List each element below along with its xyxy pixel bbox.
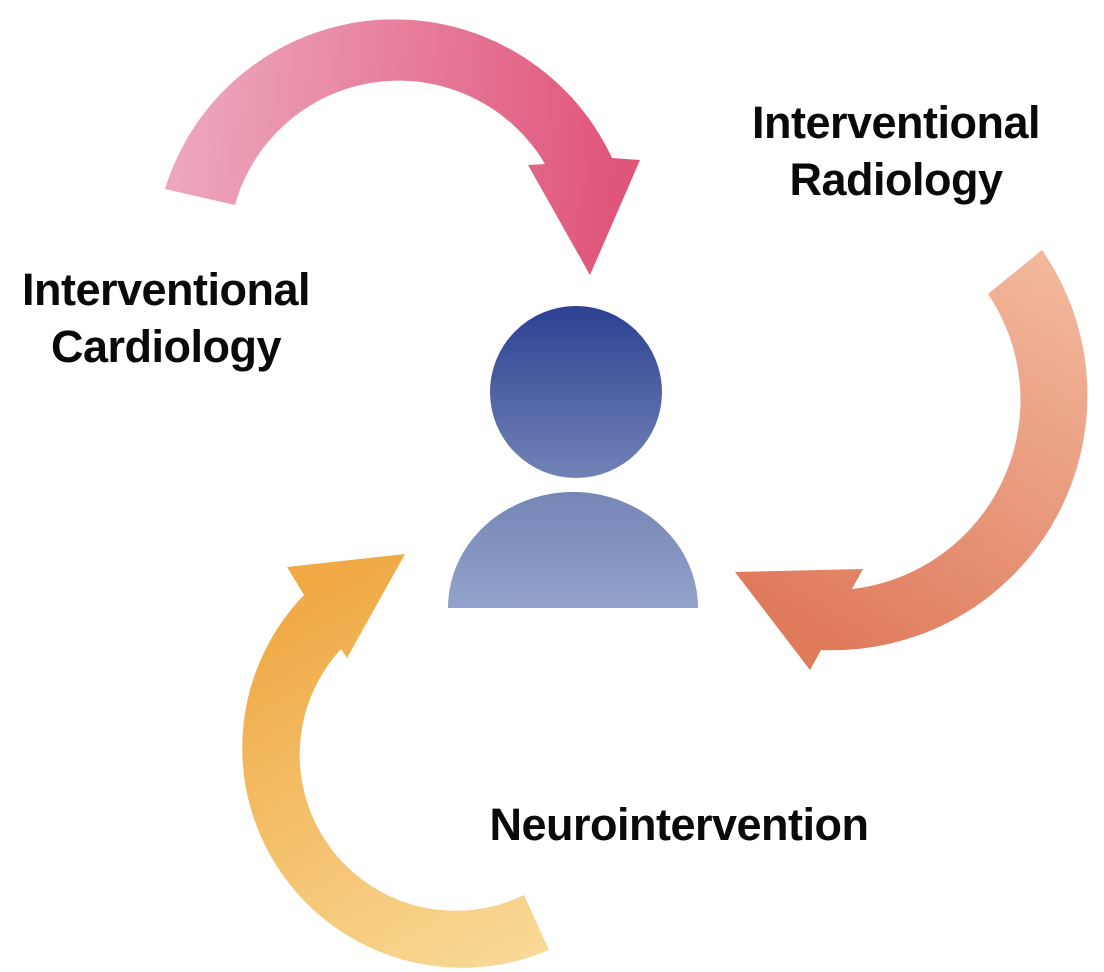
person-body <box>448 492 698 608</box>
label-neurointervention: Neurointervention <box>459 796 899 853</box>
label-interventional-cardiology-line2: Cardiology <box>50 321 282 372</box>
radiology-curved-arrow <box>735 250 1088 670</box>
neurointervention-curved-arrow <box>242 554 549 968</box>
label-interventional-radiology-line2: Radiology <box>789 154 1003 205</box>
label-interventional-cardiology-line1: Interventional <box>21 264 311 315</box>
label-interventional-radiology-line1: Interventional <box>751 97 1041 148</box>
cardiology-curved-arrow <box>165 19 640 275</box>
label-neurointervention-text: Neurointervention <box>489 799 869 850</box>
label-interventional-radiology: Interventional Radiology <box>722 94 1070 208</box>
person-head <box>490 306 662 478</box>
label-interventional-cardiology: Interventional Cardiology <box>0 261 332 375</box>
person-icon <box>448 306 698 608</box>
